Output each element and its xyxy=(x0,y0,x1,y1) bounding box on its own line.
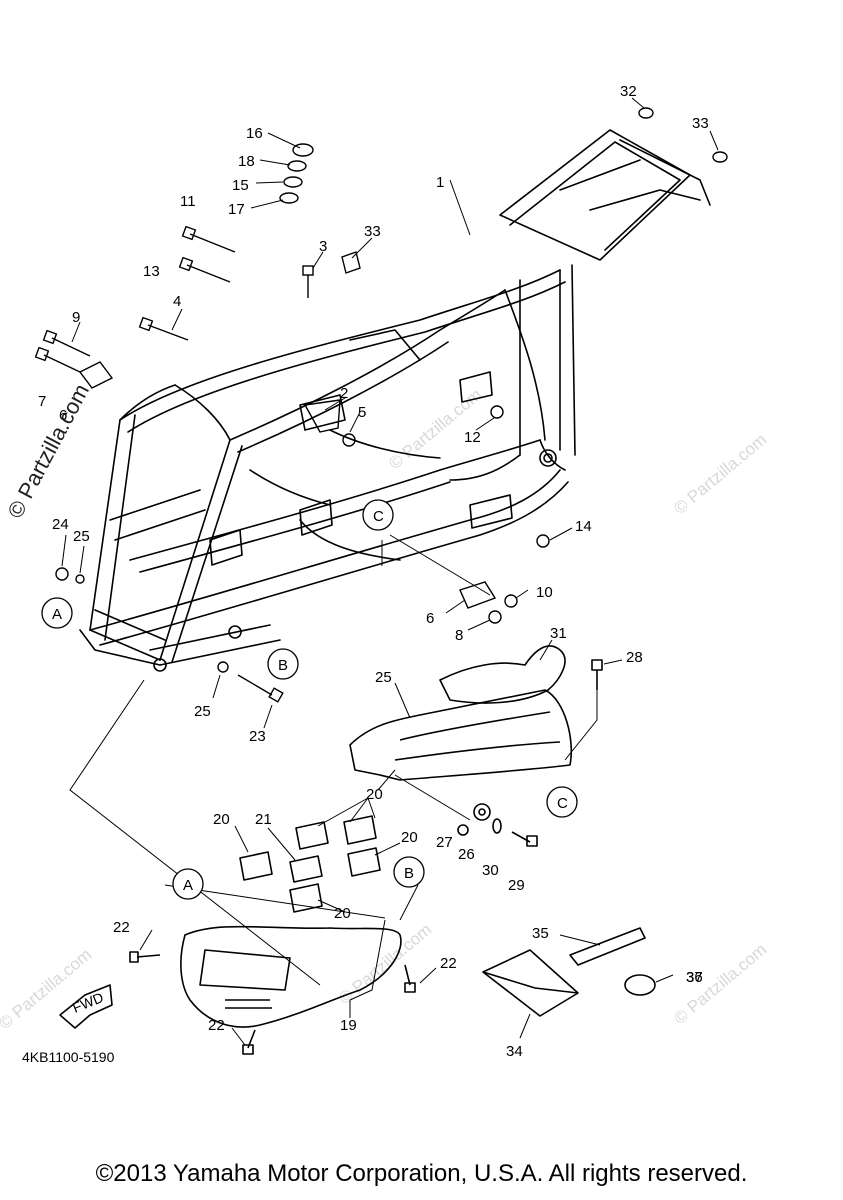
part-number-label: 31 xyxy=(550,625,567,642)
part-number-label: 5 xyxy=(358,404,366,421)
part-number-label: 9 xyxy=(72,309,80,326)
svg-text:A: A xyxy=(52,606,62,623)
svg-text:C: C xyxy=(557,795,568,812)
part-number-label: 4 xyxy=(173,293,181,310)
watermark: © Partzilla.com xyxy=(2,380,94,523)
part-number-label: 6 xyxy=(59,407,67,424)
part-number-label: 22 xyxy=(113,919,130,936)
part-number-label: 10 xyxy=(536,584,553,601)
hardware xyxy=(34,107,728,703)
part-number-label: 25 xyxy=(194,703,211,720)
part-number-label: 20 xyxy=(213,811,230,828)
callout-b: B xyxy=(393,856,425,888)
callout-markers: A B C C A B xyxy=(41,499,578,900)
part-number-label: 3 xyxy=(319,238,327,255)
part-number-label: 23 xyxy=(249,728,266,745)
lower-parts xyxy=(59,645,656,1055)
part-number-label: 22 xyxy=(440,955,457,972)
callout-b: B xyxy=(267,648,299,680)
svg-text:A: A xyxy=(183,877,193,894)
part-number-label: 34 xyxy=(506,1043,523,1060)
part-number-label: 27 xyxy=(436,834,453,851)
part-number-label: 6 xyxy=(426,610,434,627)
frame-assembly xyxy=(79,129,711,672)
part-number-label: 20 xyxy=(366,786,383,803)
part-number-label: 8 xyxy=(455,627,463,644)
part-number-label: 14 xyxy=(575,518,592,535)
part-labels: 1 2 3 4 5 6 7 8 9 10 11 12 13 14 15 16 1… xyxy=(38,83,709,1060)
part-number-label: 13 xyxy=(143,263,160,280)
part-number-label: 25 xyxy=(73,528,90,545)
part-number-label: 33 xyxy=(692,115,709,132)
svg-text:B: B xyxy=(404,865,414,882)
part-number-label: 1 xyxy=(436,174,444,191)
part-number-label: 35 xyxy=(532,925,549,942)
part-number-label: 32 xyxy=(620,83,637,100)
watermark: © Partzilla.com xyxy=(335,920,435,1008)
part-number-label: 26 xyxy=(458,846,475,863)
part-number-label: 24 xyxy=(52,516,69,533)
part-number-label: 33 xyxy=(364,223,381,240)
part-number-label: 21 xyxy=(255,811,272,828)
svg-text:B: B xyxy=(278,657,288,674)
callout-c: C xyxy=(362,499,394,531)
part-number-label: 20 xyxy=(334,905,351,922)
part-number-label: 16 xyxy=(246,125,263,142)
part-number-label: 15 xyxy=(232,177,249,194)
diagram-code: 4KB1100-5190 xyxy=(22,1049,115,1065)
part-number-label: 11 xyxy=(180,193,196,210)
part-number-label: 12 xyxy=(464,429,481,446)
part-number-label: 25 xyxy=(375,669,392,686)
part-number-label: 36 xyxy=(686,969,703,986)
part-number-label: 22 xyxy=(208,1017,225,1034)
callout-a: A xyxy=(172,868,204,900)
callout-a: A xyxy=(41,597,73,629)
part-number-label: 18 xyxy=(238,153,255,170)
part-number-label: 19 xyxy=(340,1017,357,1034)
svg-text:C: C xyxy=(373,508,384,525)
part-number-label: 29 xyxy=(508,877,525,894)
part-number-label: 17 xyxy=(228,201,245,218)
fwd-label: FWD xyxy=(70,989,106,1016)
callout-c: C xyxy=(546,786,578,818)
copyright-text: ©2013 Yamaha Motor Corporation, U.S.A. A… xyxy=(95,1160,748,1187)
part-number-label: 30 xyxy=(482,862,499,879)
watermark: © Partzilla.com xyxy=(670,430,770,518)
part-number-label: 20 xyxy=(401,829,418,846)
watermark: © Partzilla.com xyxy=(0,945,95,1033)
part-number-label: 37 xyxy=(686,969,703,986)
part-number-label: 28 xyxy=(626,649,643,666)
part-number-label: 7 xyxy=(38,393,46,410)
leader-lines xyxy=(61,97,719,1046)
part-number-label: 2 xyxy=(340,385,348,402)
